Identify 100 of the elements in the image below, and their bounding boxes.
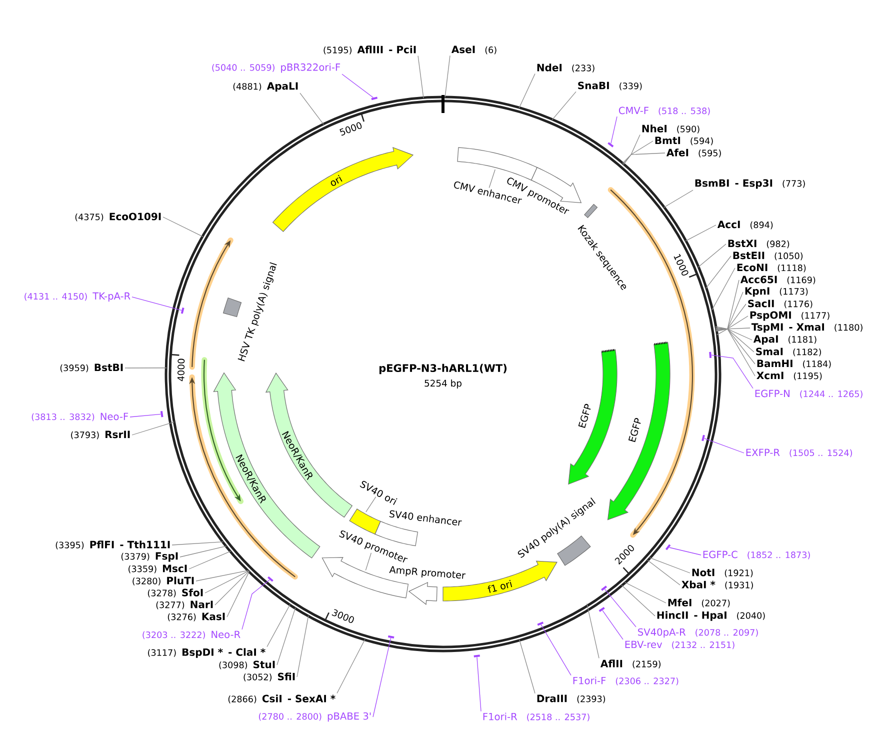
feature-label: EGFP [578,404,591,428]
primer-label: SV40pA-R (2078 .. 2097) [638,628,758,638]
site-label: (3793) RsrII [71,430,130,440]
feature-label: SV40 enhancer [389,510,462,526]
leader-line [623,140,654,165]
leader-line [704,438,744,454]
site-label: NheI (590) [642,124,700,134]
site-label: SacII (1176) [748,300,812,308]
leader-line [488,169,496,188]
feature-label: EGFP [628,418,641,442]
primer-mark [268,576,274,582]
leader-line [196,570,249,582]
primer-label: (2780 .. 2800) pBABE 3' [258,712,371,722]
leader-line [214,570,250,606]
site-label: (4881) ApaLI [233,82,298,92]
leader-line [586,603,600,659]
site-label: (5195) AflIII - PciI [324,46,416,54]
leader-line [266,604,290,648]
site-label: Acc65I (1169) [740,276,816,284]
primer-label: F1ori-R (2518 .. 2537) [483,712,590,722]
primer-mark [388,635,394,638]
primer-mark [702,434,705,442]
leader-line [276,607,296,666]
leader-line [180,546,227,558]
primer-label: EXFP-R (1505 .. 1524) [746,448,852,458]
tick-label: 1000 [674,254,688,276]
leader-line [715,292,744,330]
leader-line [552,91,576,120]
leader-line [649,557,690,574]
site-label: (3359) MscI [128,564,187,574]
primer-mark [601,586,608,591]
site-label: KpnI (1173) [745,287,808,297]
site-label: (3280) PluTI [132,576,194,586]
site-label: (3395) PflFI - Tth111I [56,540,170,550]
tick-label: 5000 [340,122,362,136]
site-label: (3276) KasI [168,612,225,622]
leader-line [519,639,536,694]
primer-label: EGFP-N (1244 .. 1265) [755,390,862,398]
primer-mark [665,544,671,550]
leader-line [132,296,182,311]
site-label: SmaI (1182) [756,348,821,356]
leader-line [172,542,224,546]
primer-label: F1ori-F (2306 .. 2327) [573,676,678,686]
leader-line [365,552,372,571]
leader-line [712,268,736,310]
leader-line [342,74,374,98]
leader-line [130,414,161,418]
site-label: MfeI (2027) [668,598,730,608]
leader-line [476,656,482,712]
site-label: (3098) StuI [219,660,275,670]
site-label: (3277) NarI [156,600,213,610]
site-label: XbaI * (1931) [682,580,753,590]
primer-mark [180,308,184,314]
site-label: XcmI (1195) [756,372,822,380]
primer-mark [537,622,544,626]
tick-label: 3000 [332,609,354,623]
primer-mark [371,96,378,100]
primer-mark [598,606,605,612]
leader-line [226,571,250,618]
feature-label: HSV TK poly(A) signal [238,262,277,362]
site-label: TspMI - XmaI (1180) [751,323,862,333]
site-label: AflII (2159) [600,660,660,668]
leader-line [296,615,309,678]
leader-line [366,496,376,512]
site-label: (3278) SfoI [148,588,203,598]
leader-line [716,328,752,340]
leader-line [663,190,694,208]
leader-line [242,580,270,630]
site-label: EcoNI (1118) [737,264,806,272]
site-label: ApaI (1181) [753,335,816,345]
feature-label: ori [330,174,342,186]
leader-line [621,584,656,616]
primer-label: CMV-F (518 .. 538) [618,106,710,116]
leader-line [716,328,750,330]
leader-line [336,638,366,694]
leader-line [647,560,680,586]
plasmid-name: pEGFP-N3-hARL1(WT) [379,364,507,374]
site-label: PspOMI (1177) [750,311,830,321]
site-label: (2866) CsiI - SexAI * [228,694,336,704]
leader-line [204,570,250,594]
primer-label: EBV-rev (2132 .. 2151) [625,640,734,650]
primer-mark [608,142,614,148]
site-label: (3117) BspDI * - ClaI * [148,648,266,658]
leader-line [698,244,726,268]
site-label: (4375) EcoO109I [75,212,161,222]
site-label: BstEII (1050) [733,252,803,260]
leader-line [622,134,640,164]
site-label: (3379) FspI [121,552,178,562]
leader-line [716,328,756,376]
primer-label: (3203 .. 3222) Neo-R [142,630,240,640]
leader-line [706,256,732,289]
primer-label: EGFP-C (1852 .. 1873) [703,550,810,560]
tick-label: 4000 [178,358,185,382]
leader-line [604,588,636,628]
site-label: NdeI (233) [537,64,594,72]
site-label: BsmBI - Esp3I (773) [695,179,805,189]
site-label: AfeI (595) [666,148,721,158]
leader-line [300,92,324,125]
leader-line [623,152,666,165]
leader-line [132,422,175,436]
